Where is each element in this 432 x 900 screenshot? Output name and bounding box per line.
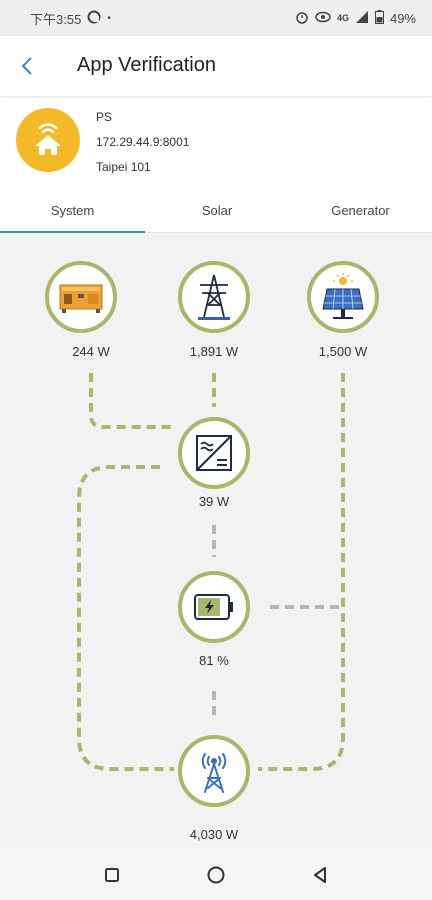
generator-node[interactable]: [45, 261, 117, 333]
grid-value: 1,891 W: [189, 344, 239, 359]
alarm-icon: [295, 10, 309, 27]
signal-icon: [355, 10, 369, 27]
tab-solar[interactable]: Solar: [201, 203, 233, 218]
solar-node[interactable]: [307, 261, 379, 333]
status-time: 下午3:55: [30, 11, 82, 27]
tab-generator[interactable]: Generator: [331, 203, 390, 218]
system-navigation-bar: [0, 849, 432, 900]
inverter-icon: [196, 435, 232, 471]
smart-home-icon: [35, 123, 61, 155]
circle-icon: [207, 866, 225, 884]
network-4g-icon: 4G: [336, 13, 349, 23]
solar-value: 1,500 W: [318, 344, 368, 359]
generator-value: 244 W: [72, 344, 110, 359]
triangle-back-icon: [314, 867, 326, 883]
generator-icon: [59, 284, 103, 313]
back-nav-button[interactable]: [307, 862, 333, 888]
battery-percent: 49%: [389, 10, 416, 26]
battery-node[interactable]: [178, 571, 250, 643]
grid-node[interactable]: [178, 261, 250, 333]
tab-system[interactable]: System: [50, 203, 95, 218]
energy-flow-diagram: 244 W 1,891 W: [0, 233, 432, 849]
page-title: App Verification: [77, 54, 216, 76]
square-icon: [105, 868, 119, 882]
inverter-load-line: [77, 465, 174, 771]
plant-name: PS: [96, 110, 113, 124]
home-button[interactable]: [203, 862, 229, 888]
flow-lines: [77, 373, 345, 771]
generator-flow-line: [89, 373, 176, 429]
plant-location: Taipei 101: [96, 160, 151, 174]
eye-icon: [315, 11, 331, 26]
inverter-node[interactable]: [178, 417, 250, 489]
battery-status-icon: [374, 9, 384, 27]
load-node[interactable]: [178, 735, 250, 807]
power-tower-icon: [198, 274, 230, 320]
plant-address: 172.29.44.9:8001: [96, 135, 190, 149]
solar-panel-icon: [322, 273, 364, 319]
battery-value: 81 %: [199, 653, 229, 668]
sync-icon: [87, 10, 101, 27]
plant-avatar: [16, 108, 80, 172]
tab-indicator: [0, 231, 145, 233]
dot-icon: •: [107, 12, 111, 24]
battery-icon: [194, 594, 233, 620]
antenna-tower-icon: [201, 753, 227, 793]
solar-flow-line: [258, 373, 345, 771]
recents-button[interactable]: [99, 862, 125, 888]
load-value: 4,030 W: [189, 827, 239, 842]
inverter-value: 39 W: [198, 494, 230, 509]
chevron-left-icon: [21, 57, 32, 75]
plant-info: PS 172.29.44.9:8001 Taipei 101: [0, 98, 432, 190]
back-button[interactable]: [14, 52, 42, 80]
tab-bar: System Solar Generator: [0, 192, 432, 233]
status-bar: 下午3:55 • 4G 49%: [0, 0, 432, 36]
app-bar: App Verification: [0, 36, 432, 96]
